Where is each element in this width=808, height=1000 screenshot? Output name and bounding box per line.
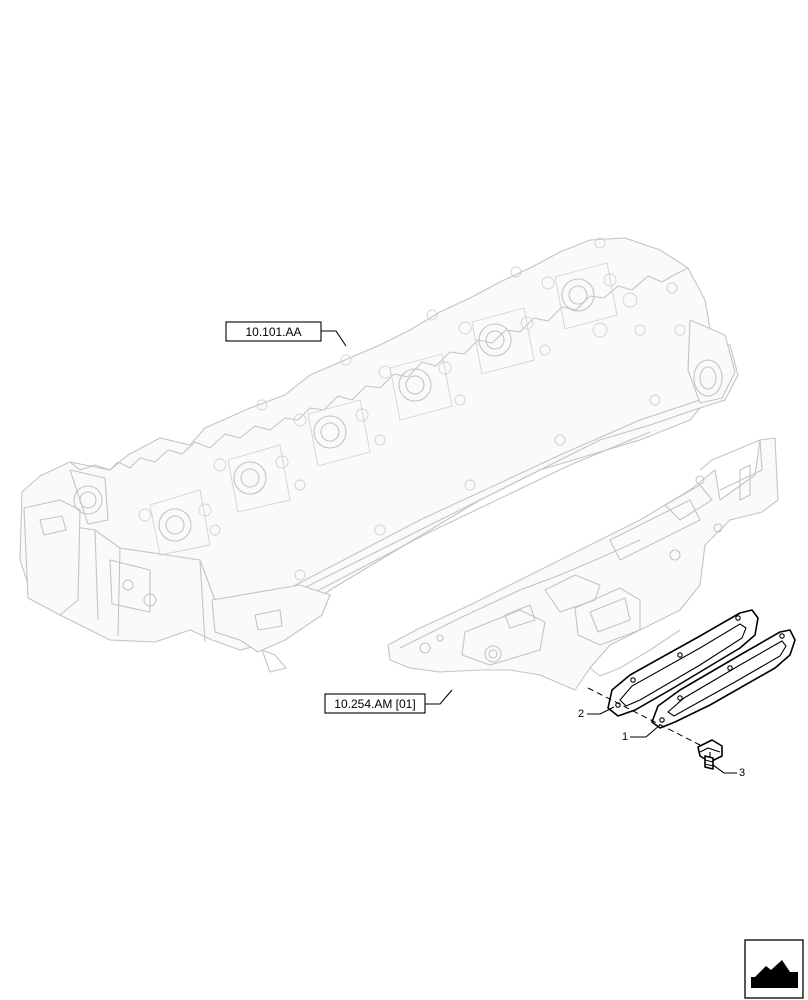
callout-3-number: 3 — [739, 767, 745, 779]
cylinder-ports — [138, 262, 646, 556]
gasket-1 — [651, 629, 796, 729]
callout-3: 3 — [712, 764, 745, 779]
ref-cylinder-head[interactable]: 10.101.AA — [225, 321, 347, 347]
cylinder-head-drawing — [19, 237, 739, 673]
ref-intake-manifold-label: 10.254.AM [01] — [334, 697, 415, 711]
ref-intake-manifold[interactable]: 10.254.AM [01] — [324, 689, 453, 714]
bolt-3 — [697, 739, 723, 770]
callout-1: 1 — [622, 724, 661, 743]
callout-2: 2 — [578, 706, 615, 720]
ref-cylinder-head-label: 10.101.AA — [245, 325, 301, 339]
gasket-2 — [607, 609, 759, 717]
callout-2-number: 2 — [578, 708, 584, 720]
assembly-axis — [587, 687, 701, 746]
return-arrow-icon[interactable] — [744, 939, 804, 999]
intake-manifold-drawing — [387, 437, 779, 691]
callout-1-number: 1 — [622, 731, 628, 743]
